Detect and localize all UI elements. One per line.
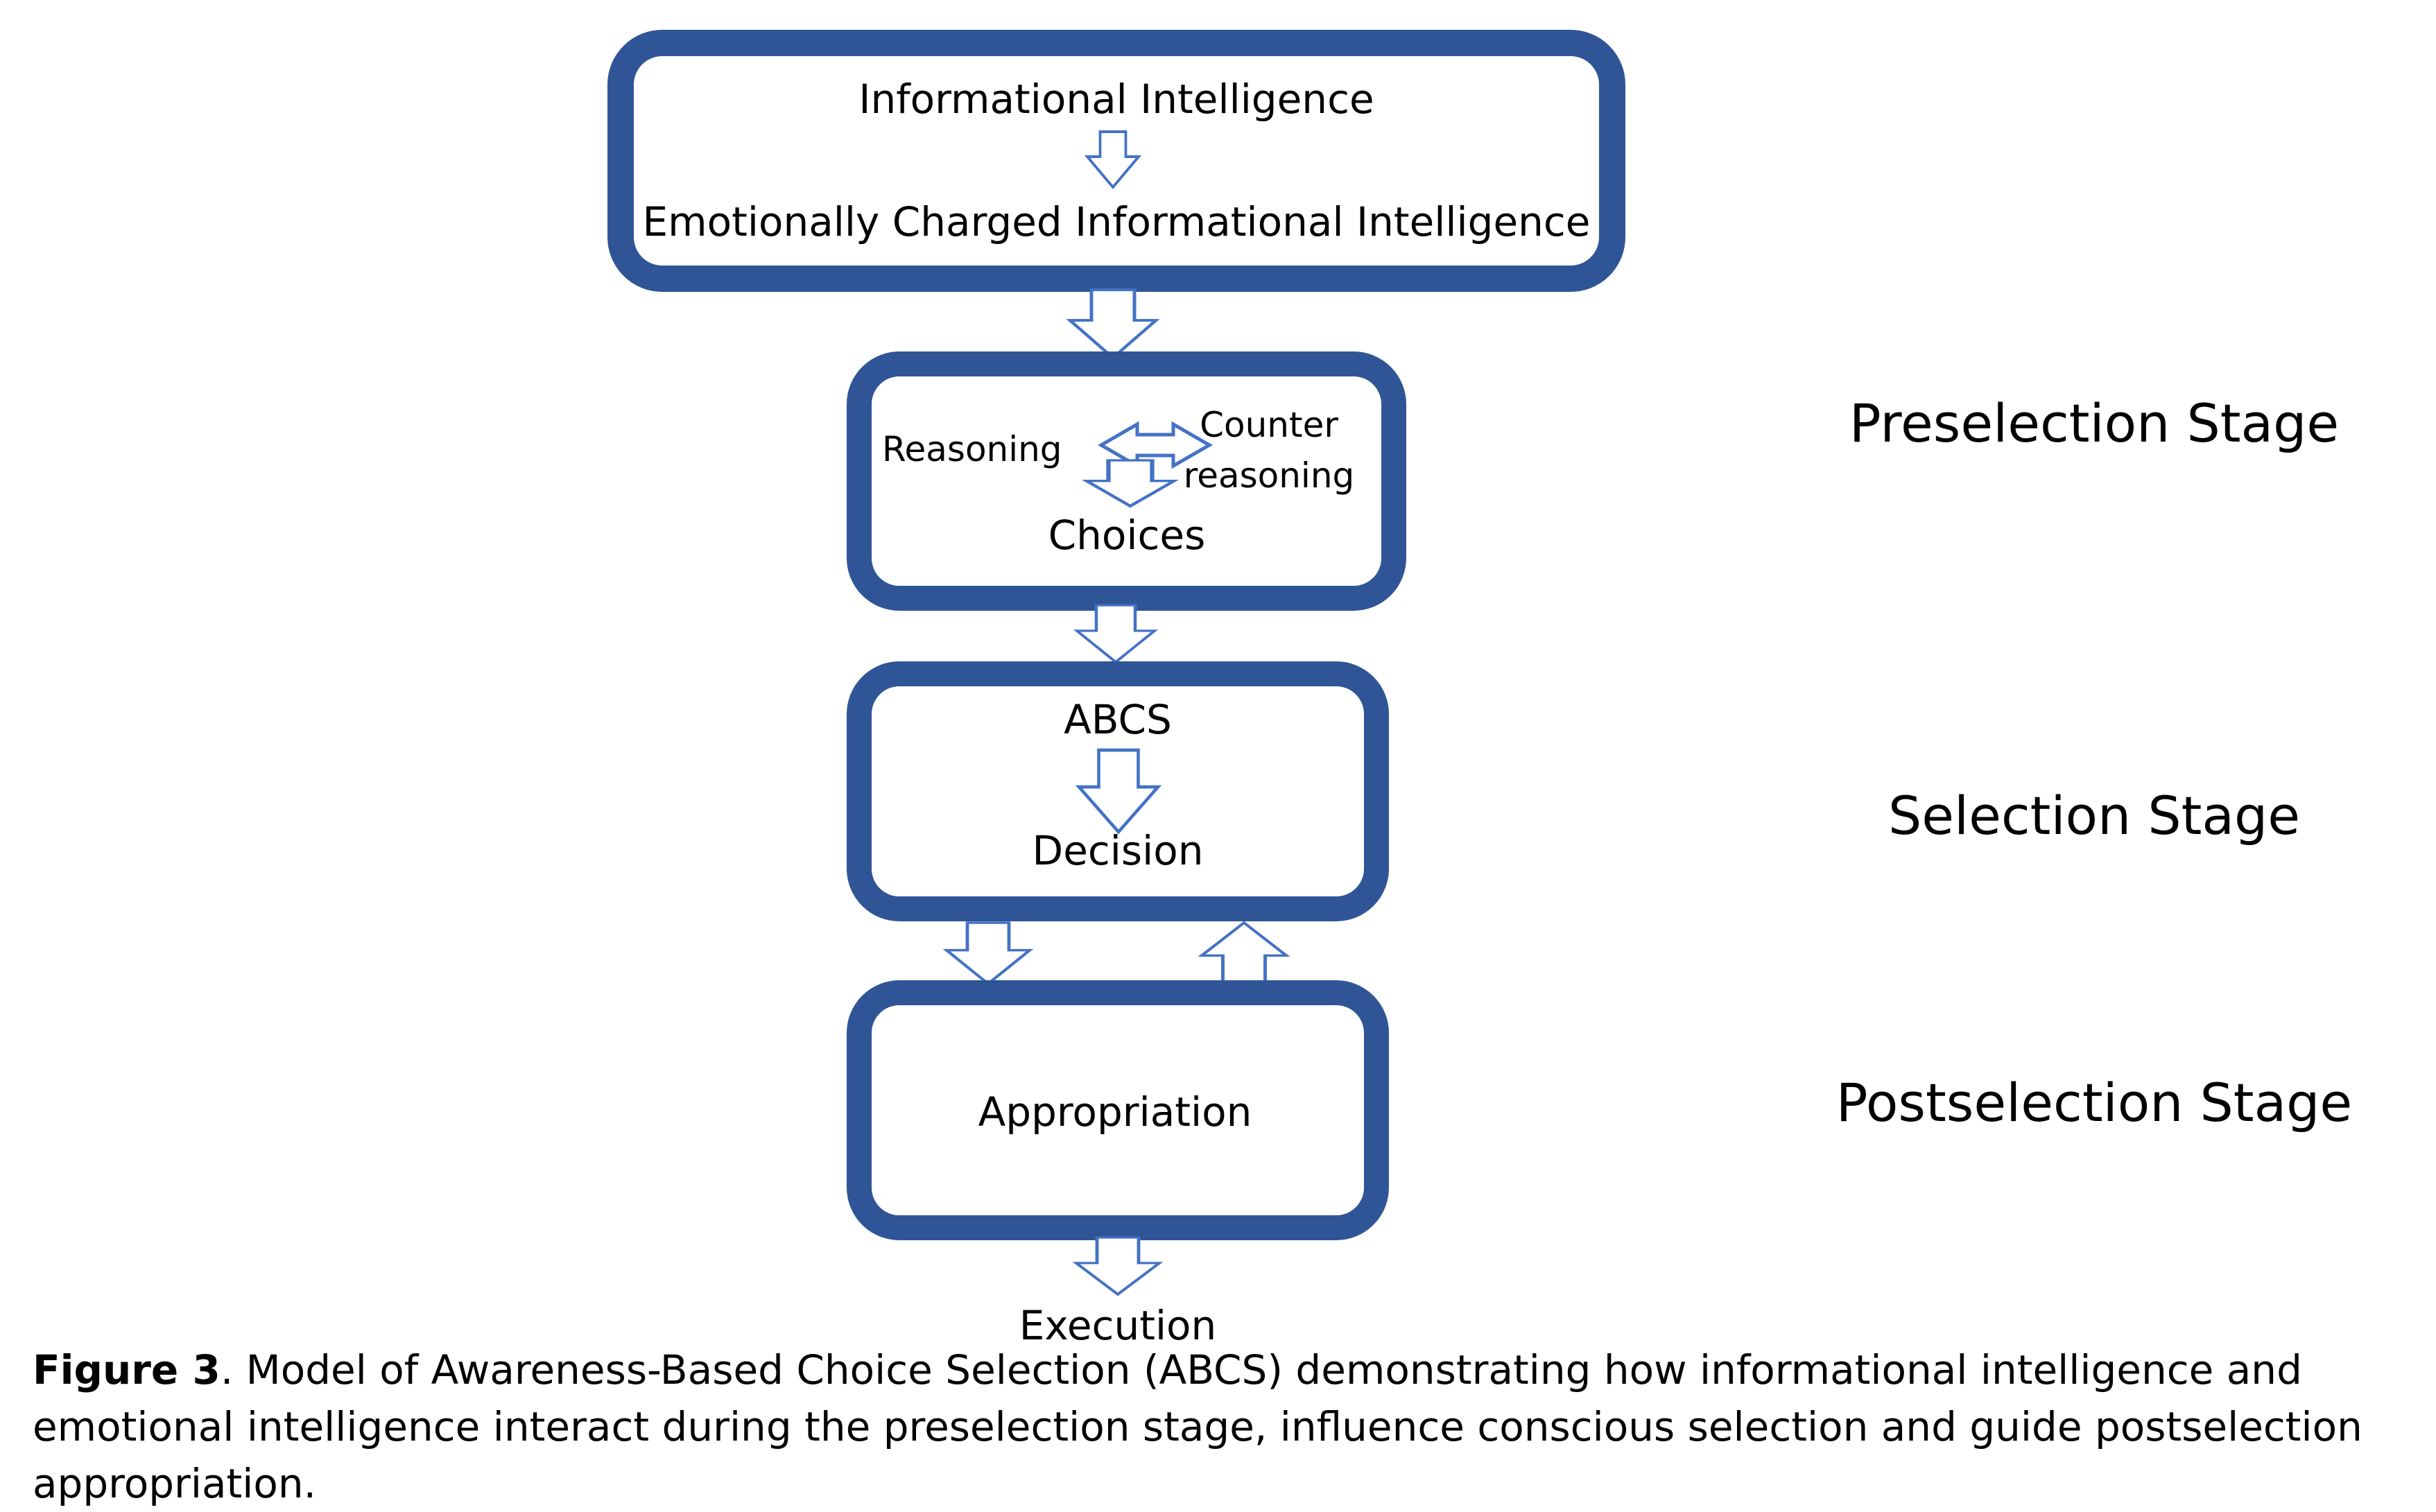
decision-label: Decision (1033, 827, 1204, 874)
counter-label: Counter (1200, 405, 1338, 445)
preselection-stage-label: Preselection Stage (1849, 392, 2339, 454)
postselection-stage-label: Postselection Stage (1836, 1072, 2352, 1133)
reasoning-label: Reasoning (882, 429, 1062, 469)
down-arrow-icon (1076, 1237, 1159, 1294)
informational-intelligence-label: Informational Intelligence (858, 76, 1374, 123)
double-arrow-icon (1097, 421, 1213, 469)
appropriation-label: Appropriation (978, 1088, 1252, 1136)
up-arrow-icon (1202, 923, 1286, 982)
down-arrow-icon (947, 923, 1030, 984)
caption-label: Figure 3 (33, 1346, 221, 1393)
execution-label: Execution (1019, 1302, 1217, 1349)
figure-caption: Figure 3. Model of Awareness-Based Choic… (33, 1341, 2418, 1512)
counter-reasoning-label: reasoning (1184, 455, 1355, 496)
emotionally-charged-label: Emotionally Charged Informational Intell… (643, 198, 1591, 245)
selection-stage-label: Selection Stage (1888, 785, 2300, 846)
abcs-label: ABCS (1064, 696, 1172, 743)
down-arrow-icon (1070, 290, 1156, 358)
caption-text: . Model of Awareness-Based Choice Select… (33, 1346, 2362, 1507)
down-arrow-icon (1077, 605, 1155, 662)
choices-label: Choices (1048, 512, 1206, 559)
appropriation-box (847, 980, 1389, 1240)
